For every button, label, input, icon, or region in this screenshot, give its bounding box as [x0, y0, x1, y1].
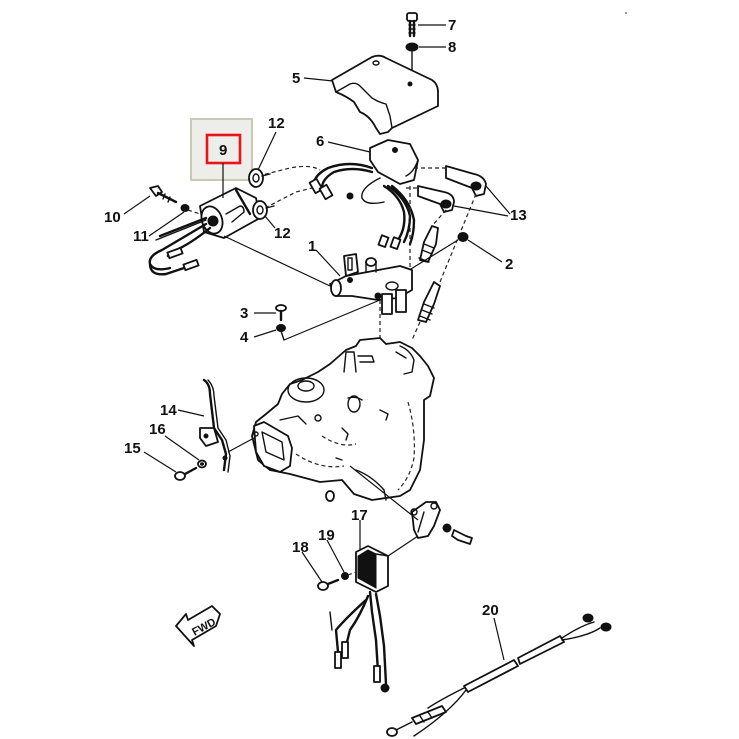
callout-8[interactable]: 8: [448, 39, 456, 56]
part-19-washer[interactable]: [341, 572, 349, 580]
callout-13[interactable]: 13: [510, 207, 527, 224]
part-17-rectifier[interactable]: [355, 545, 389, 593]
callout-11[interactable]: 11: [133, 228, 149, 245]
part-20-harness[interactable]: [386, 613, 612, 737]
mounting-bracket: [410, 501, 473, 545]
part-1-base-plate[interactable]: [329, 253, 413, 315]
callout-14[interactable]: 14: [160, 402, 177, 419]
part-12-grommet-lower[interactable]: [252, 200, 275, 220]
fwd-direction-marker: FWD: [175, 605, 221, 647]
callout-6[interactable]: 6: [316, 133, 324, 150]
part-13-plug-caps[interactable]: [417, 165, 487, 213]
callout-10[interactable]: 10: [104, 209, 121, 226]
callout-15[interactable]: 15: [124, 440, 141, 457]
callout-18[interactable]: 18: [292, 539, 309, 556]
spark-plug-lower: [417, 281, 441, 323]
callout-2[interactable]: 2: [505, 256, 513, 273]
wire-harness-6: [308, 162, 416, 250]
part-2-nut[interactable]: [457, 232, 469, 242]
callout-1[interactable]: 1: [308, 238, 316, 255]
part-3-screw[interactable]: [275, 304, 287, 322]
callout-20[interactable]: 20: [482, 602, 499, 619]
callout-12-upper[interactable]: 12: [268, 115, 285, 132]
part-10-bolt[interactable]: [149, 185, 178, 204]
engine-block: [251, 337, 435, 502]
callout-7[interactable]: 7: [448, 17, 456, 34]
part-18-screw[interactable]: [317, 578, 340, 591]
part-6-unit[interactable]: [369, 139, 419, 185]
spark-plug-upper: [418, 225, 439, 263]
part-14-link[interactable]: [199, 378, 231, 473]
callout-5[interactable]: 5: [292, 70, 300, 87]
part-4-washer[interactable]: [276, 324, 286, 332]
part-11-washer[interactable]: [180, 204, 190, 212]
callout-9[interactable]: 9: [219, 142, 227, 159]
rectifier-wires: [329, 590, 390, 693]
callout-19[interactable]: 19: [318, 527, 335, 544]
part-7-bolt[interactable]: [406, 12, 418, 38]
callout-3[interactable]: 3: [240, 305, 248, 322]
part-15-screw[interactable]: [174, 466, 198, 481]
part-8-washer[interactable]: [405, 42, 419, 52]
coil-leads: [148, 216, 212, 276]
part-5-cover[interactable]: [331, 54, 439, 135]
part-16-washer[interactable]: [197, 459, 207, 469]
callout-16[interactable]: 16: [149, 421, 166, 438]
callout-12-lower[interactable]: 12: [274, 225, 291, 242]
callout-4[interactable]: 4: [240, 329, 249, 346]
part-12-grommet-upper[interactable]: [248, 168, 271, 188]
callout-17[interactable]: 17: [351, 507, 368, 524]
